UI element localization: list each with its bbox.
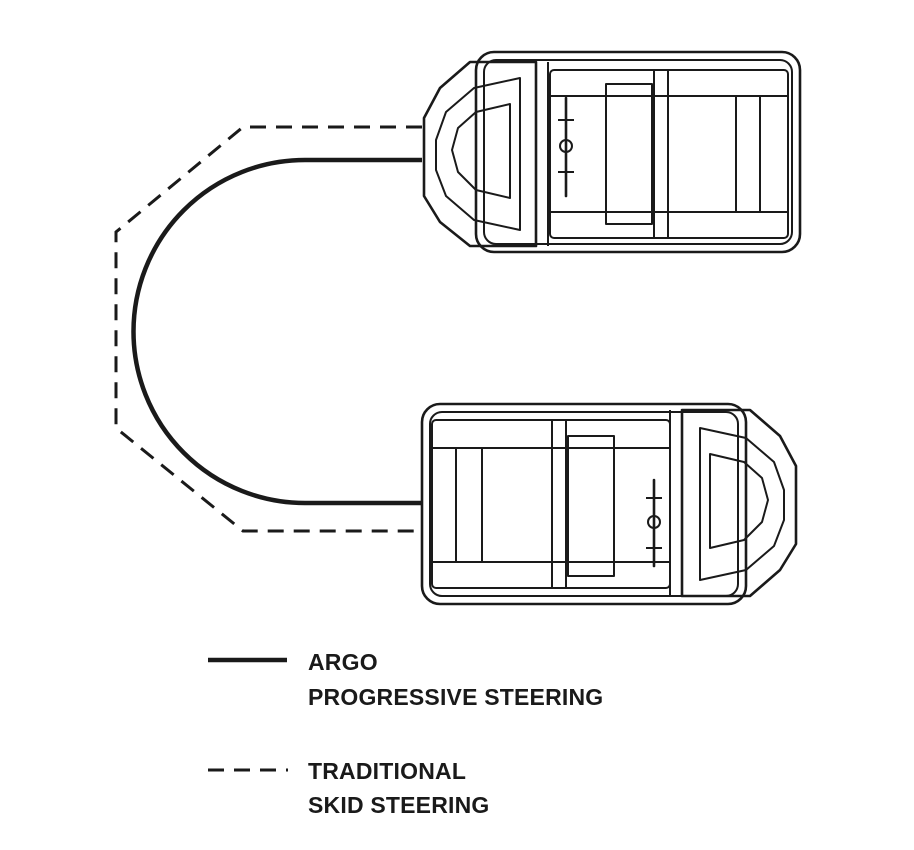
legend-argo-line2: PROGRESSIVE STEERING	[308, 684, 603, 710]
legend-item-argo: ARGO PROGRESSIVE STEERING	[208, 649, 603, 710]
legend-traditional-line2: SKID STEERING	[308, 792, 490, 818]
legend-traditional-line1: TRADITIONAL	[308, 758, 466, 784]
traditional-skid-steering-path	[114, 125, 422, 533]
legend: ARGO PROGRESSIVE STEERING TRADITIONAL SK…	[208, 649, 603, 818]
vehicle-bottom	[420, 402, 798, 606]
legend-argo-line1: ARGO	[308, 649, 378, 675]
legend-item-traditional: TRADITIONAL SKID STEERING	[208, 758, 490, 818]
argo-progressive-steering-path	[131, 157, 422, 506]
vehicle-top	[422, 50, 802, 254]
